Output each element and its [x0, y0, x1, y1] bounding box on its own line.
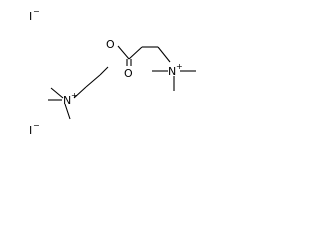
- ammonium-right-charge: +: [176, 62, 183, 71]
- bond-n1-methyl-up: [50, 87, 64, 99]
- carbonyl-oxygen-symbol: O: [124, 67, 133, 80]
- ammonium-left-charge: +: [71, 91, 78, 100]
- chemical-structure: I − I − O O N + N +: [29, 7, 196, 137]
- bond-oester-carbonyl: [117, 45, 130, 60]
- iodide-bottom-symbol: I: [29, 124, 32, 137]
- bond-ch2-n2: [157, 46, 171, 63]
- bond-n1-methyl-down: [64, 103, 71, 120]
- bond-carbonyl-ch2: [128, 46, 143, 60]
- bonds: [48, 45, 196, 120]
- ammonium-right-symbol: N: [168, 65, 176, 78]
- iodide-top-symbol: I: [29, 10, 32, 23]
- atom-labels: I − I − O O N + N +: [29, 7, 183, 137]
- iodide-top-charge: −: [33, 7, 40, 16]
- ester-oxygen-symbol: O: [106, 38, 115, 51]
- bond-n1-ch2: [73, 86, 87, 99]
- ammonium-left-symbol: N: [63, 94, 71, 107]
- bond-ch2-ch2: [85, 74, 101, 88]
- bond-ch2-oester: [99, 66, 109, 76]
- iodide-bottom-charge: −: [33, 121, 40, 130]
